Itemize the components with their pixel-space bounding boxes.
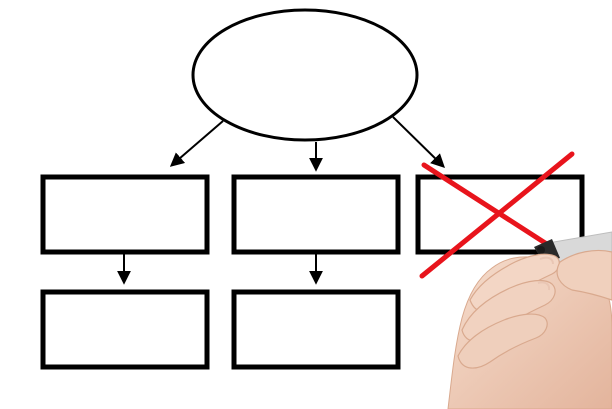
arrow-top-ellipse-to-box-right-upper <box>392 116 445 168</box>
box-middle-upper <box>231 174 401 255</box>
top-ellipse <box>191 8 419 142</box>
box-middle-lower <box>231 289 401 370</box>
cross-stroke-2 <box>419 151 575 279</box>
arrow-top-ellipse-to-box-left-upper <box>169 120 224 167</box>
box-left-upper <box>40 174 210 255</box>
box-left-lower <box>40 289 210 370</box>
node-layer <box>40 8 585 370</box>
connector-layer <box>117 116 445 285</box>
hand-holding-marker-icon <box>447 231 612 409</box>
